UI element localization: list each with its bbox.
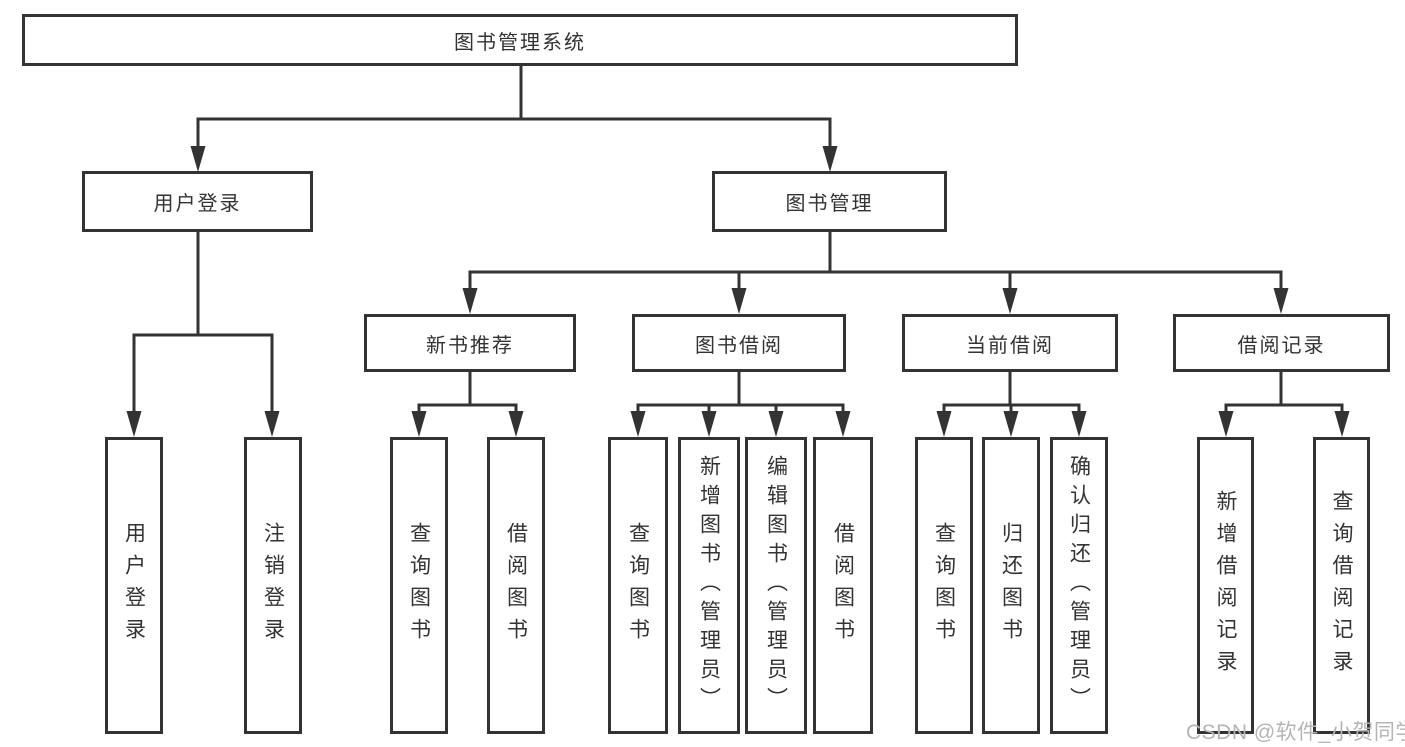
leaf-borrow-books-recommend: 借阅图书 [487, 437, 545, 734]
leaf-query-books-borrowing: 查询图书 [608, 437, 668, 734]
leaf-label: 查询图书 [407, 521, 431, 650]
node-label: 用户登录 [153, 193, 242, 215]
leaf-label: 新增借阅记录 [1214, 489, 1237, 682]
node-book-borrowing: 图书借阅 [632, 314, 846, 372]
leaf-label: 确认归还（管理员） [1067, 455, 1091, 716]
leaf-label: 查询图书 [626, 521, 650, 650]
leaf-query-borrow-record: 查询借阅记录 [1313, 437, 1370, 734]
leaf-label: 借阅图书 [504, 521, 528, 650]
leaf-query-books-current: 查询图书 [915, 437, 973, 734]
node-user-login: 用户登录 [82, 171, 313, 232]
leaf-add-books-admin: 新增图书（管理员） [678, 437, 740, 734]
leaf-label: 注销登录 [261, 521, 285, 650]
leaf-label: 用户登录 [122, 521, 146, 650]
node-label: 图书借阅 [695, 334, 783, 357]
leaf-edit-books-admin: 编辑图书（管理员） [745, 437, 807, 734]
node-label: 图书管理 [785, 193, 874, 215]
leaf-label: 借阅图书 [831, 521, 855, 650]
arrowheads [126, 146, 1350, 437]
leaf-label: 编辑图书（管理员） [764, 455, 788, 716]
leaf-label: 归还图书 [999, 521, 1023, 650]
node-library-management-system: 图书管理系统 [22, 14, 1018, 66]
leaf-user-login: 用户登录 [105, 437, 163, 734]
node-book-management: 图书管理 [712, 171, 947, 232]
leaf-return-books: 归还图书 [982, 437, 1040, 734]
csdn-watermark: CSDN @软件_小贺同学 [1186, 721, 1405, 744]
leaf-borrow-books: 借阅图书 [813, 437, 873, 734]
leaf-label: 新增图书（管理员） [697, 455, 721, 716]
node-new-book-recommendation: 新书推荐 [364, 314, 576, 372]
leaf-label: 查询图书 [932, 521, 956, 650]
leaf-label: 查询借阅记录 [1330, 489, 1353, 682]
node-current-borrowing: 当前借阅 [902, 314, 1118, 372]
node-borrow-records: 借阅记录 [1173, 314, 1390, 372]
leaf-add-borrow-record: 新增借阅记录 [1197, 437, 1254, 734]
leaf-confirm-return-admin: 确认归还（管理员） [1050, 437, 1108, 734]
node-label: 新书推荐 [426, 334, 514, 357]
node-label: 借阅记录 [1237, 334, 1326, 357]
node-label: 图书管理系统 [454, 31, 586, 54]
leaf-query-books-recommend: 查询图书 [390, 437, 448, 734]
node-label: 当前借阅 [966, 334, 1054, 357]
leaf-logout: 注销登录 [244, 437, 302, 734]
